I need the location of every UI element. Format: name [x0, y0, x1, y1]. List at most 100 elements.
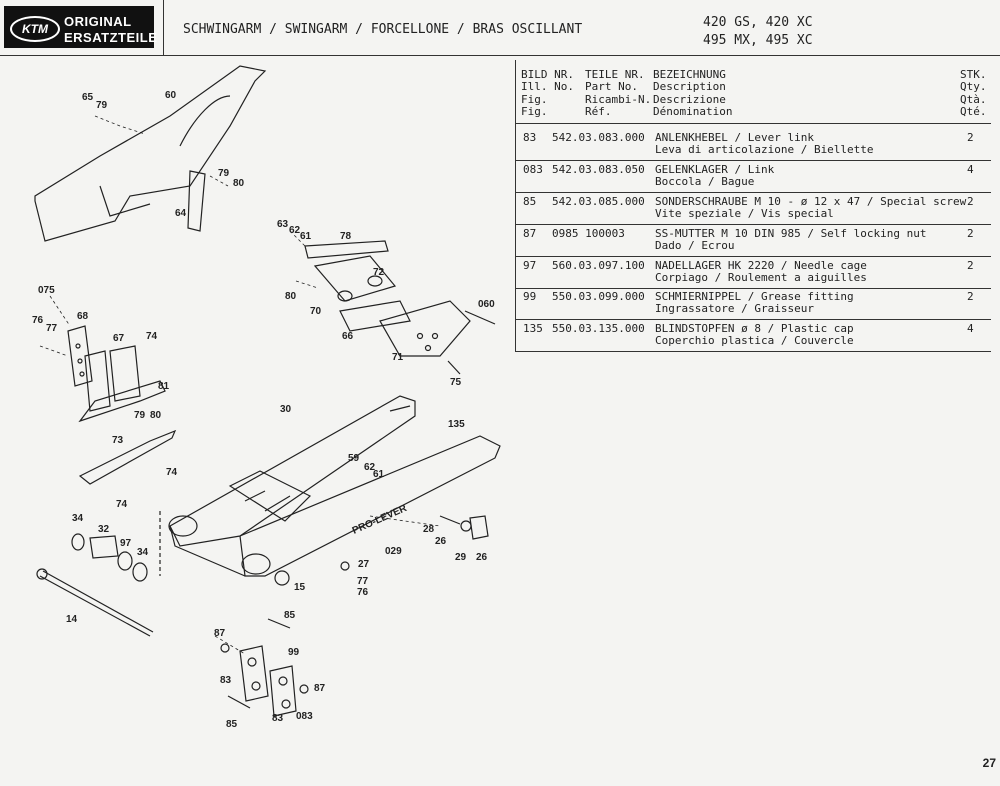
- callout-71: 71: [392, 352, 404, 363]
- callout-85: 85: [226, 719, 238, 730]
- callout-135: 135: [448, 419, 465, 430]
- row-part-no: 550.03.135.000: [552, 322, 645, 335]
- callout-029: 029: [385, 546, 402, 557]
- header-divider: [163, 0, 164, 55]
- callout-59: 59: [348, 453, 360, 464]
- callout-083: 083: [296, 711, 313, 722]
- callout-79: 79: [134, 410, 146, 421]
- model-list: 420 GS, 420 XC 495 MX, 495 XC: [703, 14, 813, 50]
- callout-15: 15: [294, 582, 306, 593]
- callout-29: 29: [455, 552, 467, 563]
- col-header-qty: STK. Qty. Qtà. Qté.: [960, 68, 987, 119]
- guide-73: [78, 429, 177, 485]
- callout-75: 75: [450, 377, 462, 388]
- row-qty: 2: [967, 259, 974, 272]
- row-qty: 4: [967, 322, 974, 335]
- link-78: [304, 240, 389, 259]
- logo-text-original: ORIGINAL: [64, 14, 132, 29]
- callout-76: 76: [357, 587, 369, 598]
- col-header-description: BEZEICHNUNG Description Descrizione Déno…: [653, 68, 733, 119]
- callout-80: 80: [150, 410, 162, 421]
- page-number: 27: [982, 756, 996, 770]
- row-qty: 2: [967, 131, 974, 144]
- row-description: SS-MUTTER M 10 DIN 985 / Self locking nu…: [655, 227, 927, 240]
- callout-73: 73: [112, 435, 124, 446]
- row-description: BLINDSTOPFEN ø 8 / Plastic cap: [655, 322, 854, 335]
- ktm-logo: KTM ORIGINAL ERSATZTEILE: [4, 6, 158, 48]
- callout-74: 74: [116, 499, 128, 510]
- chain-guard-60: [34, 65, 267, 242]
- row-fig: 87: [523, 227, 537, 240]
- row-part-no: 542.03.083.000: [552, 131, 645, 144]
- callout-62: 62: [364, 462, 376, 473]
- callout-80: 80: [285, 291, 297, 302]
- bushing-32: [89, 535, 119, 559]
- parts-table: BILD NR. Ill. No. Fig. Fig. TEILE NR. Pa…: [515, 60, 991, 352]
- callout-87: 87: [314, 683, 326, 694]
- pro-lever-text: PRO-LEVER: [351, 503, 409, 537]
- row-description: GELENKLAGER / Link: [655, 163, 775, 176]
- row-description: SONDERSCHRAUBE M 10 - ø 12 x 47 / Specia…: [655, 195, 967, 208]
- page-title: SCHWINGARM / SWINGARM / FORCELLONE / BRA…: [183, 22, 583, 37]
- lever-link-83-b: [269, 665, 297, 717]
- row-qty: 2: [967, 195, 974, 208]
- callout-79: 79: [96, 100, 108, 111]
- lever-link-83-a: [239, 645, 269, 702]
- row-part-no: 560.03.097.100: [552, 259, 645, 272]
- bolt-75: [447, 360, 461, 375]
- screw-85-top: [267, 618, 291, 629]
- callout-74: 74: [146, 331, 158, 342]
- plate-72: [313, 255, 397, 302]
- callout-61: 61: [373, 469, 385, 480]
- guide-arm: [78, 380, 166, 423]
- callout-34: 34: [72, 513, 84, 524]
- row-part-no: 542.03.085.000: [552, 195, 645, 208]
- callout-075: 075: [38, 285, 55, 296]
- row-description: ANLENKHEBEL / Lever link: [655, 131, 814, 144]
- row-fig: 97: [523, 259, 537, 272]
- callout-27: 27: [358, 559, 370, 570]
- col-header-part: TEILE NR. Part No. Ricambi-N. Réf.: [585, 68, 652, 119]
- callout-060: 060: [478, 299, 495, 310]
- swingarm-30: [169, 395, 416, 547]
- callout-97: 97: [120, 538, 132, 549]
- ktm-logo-mark: KTM: [10, 16, 60, 42]
- callout-30: 30: [280, 404, 292, 415]
- row-fig: 99: [523, 290, 537, 303]
- callout-28: 28: [423, 524, 435, 535]
- callout-26: 26: [435, 536, 447, 547]
- row-part-no: 0985 100003: [552, 227, 625, 240]
- callout-85: 85: [284, 610, 296, 621]
- row-description-alt: Corpiago / Roulement a aiguilles: [655, 271, 867, 285]
- screw-85-bottom: [227, 695, 251, 709]
- callout-62: 62: [289, 225, 301, 236]
- row-description-alt: Coperchio plastica / Couvercle: [655, 334, 854, 348]
- callout-78: 78: [340, 231, 352, 242]
- models-line-1: 420 GS, 420 XC: [703, 15, 813, 30]
- pin-28: [439, 515, 461, 525]
- callout-60: 60: [165, 90, 177, 101]
- plate-70: [339, 300, 411, 332]
- row-description-alt: Dado / Ecrou: [655, 239, 735, 253]
- callout-81: 81: [158, 381, 170, 392]
- row-fig: 85: [523, 195, 537, 208]
- callout-67: 67: [113, 333, 125, 344]
- callout-66: 66: [342, 331, 354, 342]
- header-rule: [0, 55, 1000, 56]
- callout-32: 32: [98, 524, 110, 535]
- callout-74: 74: [166, 467, 178, 478]
- callout-79: 79: [218, 168, 230, 179]
- logo-text-ersatzteile: ERSATZTEILE: [64, 30, 158, 45]
- plate-66: [379, 300, 471, 357]
- callout-83: 83: [272, 713, 284, 724]
- bolt-060: [464, 310, 496, 325]
- row-description: NADELLAGER HK 2220 / Needle cage: [655, 259, 867, 272]
- callout-65: 65: [82, 92, 94, 103]
- callout-87: 87: [214, 628, 226, 639]
- row-description: SCHMIERNIPPEL / Grease fitting: [655, 290, 854, 303]
- row-qty: 2: [967, 227, 974, 240]
- callout-68: 68: [77, 311, 89, 322]
- bushing-29: [469, 515, 489, 540]
- bracket-64: [187, 170, 206, 232]
